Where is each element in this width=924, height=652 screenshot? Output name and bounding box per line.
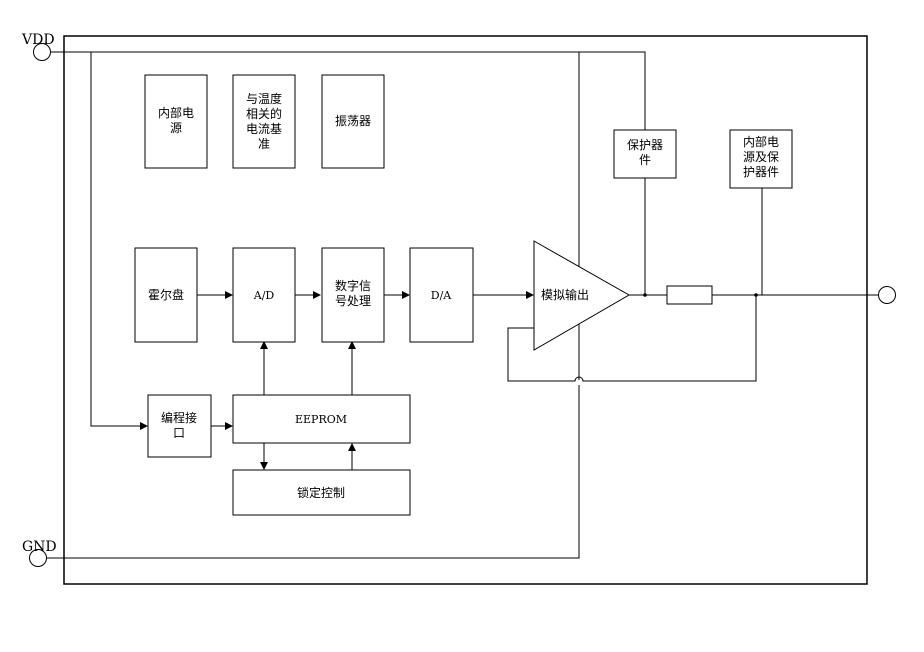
power-protection-block: 内部电 源及保 护器件 <box>729 129 793 189</box>
svg-text:准: 准 <box>258 137 270 151</box>
svg-text:模拟输出: 模拟输出 <box>541 287 589 302</box>
svg-text:编程接: 编程接 <box>161 410 197 425</box>
svg-text:振荡器: 振荡器 <box>335 114 371 128</box>
svg-text:保护器: 保护器 <box>627 138 663 152</box>
svg-text:D/A: D/A <box>431 289 453 302</box>
svg-text:内部电: 内部电 <box>158 105 194 120</box>
svg-text:电流基: 电流基 <box>246 122 282 136</box>
hall-disc-block: 霍尔盘 <box>134 247 198 343</box>
vdd-pin-label: VDD <box>21 32 55 48</box>
svg-text:内部电: 内部电 <box>743 134 779 149</box>
svg-text:霍尔盘: 霍尔盘 <box>148 287 184 302</box>
protection-device-block: 保护器 件 <box>613 129 677 179</box>
lock-control-block: 锁定控制 <box>232 469 411 516</box>
svg-text:锁定控制: 锁定控制 <box>297 485 345 500</box>
wires <box>46 51 879 559</box>
feedback-line <box>507 295 757 382</box>
eeprom-block: EEPROM <box>232 394 411 444</box>
svg-text:源: 源 <box>170 121 182 135</box>
vdd-to-prog-interface <box>90 52 148 430</box>
svg-text:护器件: 护器件 <box>743 165 779 179</box>
svg-text:A/D: A/D <box>253 289 275 302</box>
svg-text:EEPROM: EEPROM <box>295 413 347 426</box>
analog-output-amplifier: 模拟输出 <box>533 240 631 351</box>
programming-interface-block: 编程接 口 <box>147 394 212 458</box>
junction-dot <box>643 293 647 297</box>
svg-text:号处理: 号处理 <box>335 294 371 308</box>
oscillator-block: 振荡器 <box>321 74 385 169</box>
svg-text:与温度: 与温度 <box>246 91 282 106</box>
svg-text:数字信: 数字信 <box>335 278 371 293</box>
internal-power-block: 内部电 源 <box>144 74 208 169</box>
dsp-block: 数字信 号处理 <box>321 247 385 343</box>
dac-block: D/A <box>409 247 474 343</box>
output-pin-terminal <box>878 286 896 304</box>
junction-dot <box>754 293 758 297</box>
temp-reference-block: 与温度 相关的 电流基 准 <box>232 74 296 169</box>
chip-outline <box>63 35 868 585</box>
adc-block: A/D <box>232 247 296 343</box>
vdd-rail-to-protection <box>579 51 646 130</box>
svg-text:源及保: 源及保 <box>743 150 779 164</box>
svg-text:口: 口 <box>173 426 185 440</box>
vdd-rail <box>50 51 580 380</box>
svg-text:相关的: 相关的 <box>246 106 282 121</box>
gnd-pin-label: GND <box>22 539 57 555</box>
gnd-rail <box>46 385 580 559</box>
svg-text:件: 件 <box>639 153 651 167</box>
output-resistor <box>666 285 713 305</box>
